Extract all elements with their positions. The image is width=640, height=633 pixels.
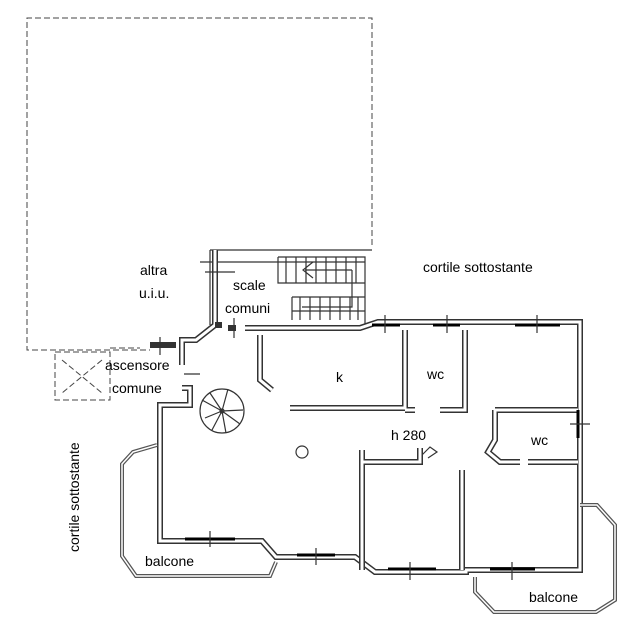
label-altra: altra [140,262,167,278]
windows [159,271,590,580]
label-balcone-left: balcone [145,553,194,569]
label-uiu: u.i.u. [139,285,169,301]
label-balcone-right: balcone [529,589,578,605]
balcony-left [120,443,278,578]
label-wc-2: wc [530,432,548,448]
neighbour-unit-outline [26,17,373,351]
column [295,445,309,459]
label-ceiling-height: h 280 [391,427,426,443]
label-ascensore: ascensore [105,357,170,373]
label-wc-1: wc [426,366,444,382]
walls [150,250,583,575]
balcony-right [473,503,617,614]
elevator-shaft [54,347,140,401]
label-cortile-left: cortile sottostante [66,442,82,552]
label-comuni: comuni [225,300,270,316]
label-scale: scale [233,277,266,293]
label-kitchen: k [336,369,344,385]
label-comune: comune [112,380,162,396]
spiral-staircase [199,388,245,434]
label-cortile-top: cortile sottostante [423,259,533,275]
common-stairs [200,249,372,325]
